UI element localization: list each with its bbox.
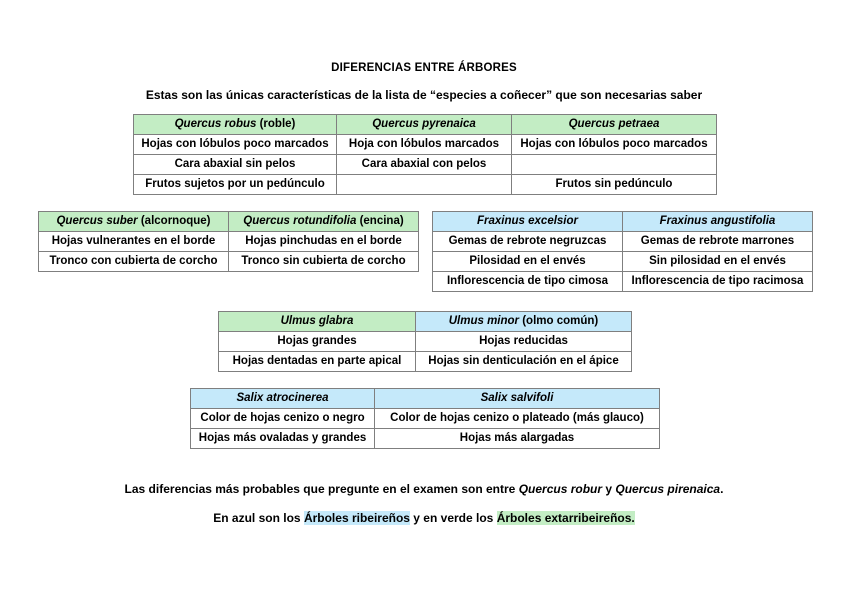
footer-text: y en verde los [409, 511, 497, 525]
species-name: Quercus robur [518, 482, 603, 496]
legend-green-term: Árboles extarribeireños. [496, 511, 635, 525]
species-name: Salix salvifoli [480, 391, 554, 404]
species-name: Ulmus minor [448, 314, 520, 327]
table-header-cell: Quercus robus (roble) [133, 114, 337, 135]
table-cell: Hojas grandes [218, 331, 416, 352]
footer-text: En azul son los [213, 511, 304, 525]
table-cell: Tronco sin cubierta de corcho [228, 251, 419, 272]
table-row: Pilosidad en el envés Sin pilosidad en e… [432, 251, 813, 272]
common-name: (alcornoque) [137, 214, 211, 227]
table-row: Frutos sujetos por un pedúnculo Frutos s… [133, 174, 717, 195]
table-header-cell: Fraxinus excelsior [432, 211, 623, 232]
table-header-row: Quercus suber (alcornoque) Quercus rotun… [38, 211, 419, 232]
table-cell: Color de hojas cenizo o plateado (más gl… [374, 408, 660, 429]
table-cell: Hojas más alargadas [374, 428, 660, 449]
table-cell: Gemas de rebrote negruzcas [432, 231, 623, 252]
table-cell: Tronco con cubierta de corcho [38, 251, 229, 272]
species-name: Fraxinus angustifolia [659, 214, 776, 227]
table-header-cell: Quercus suber (alcornoque) [38, 211, 229, 232]
table-row: Gemas de rebrote negruzcas Gemas de rebr… [432, 231, 813, 252]
table-fraxinus-group: Fraxinus excelsior Fraxinus angustifolia… [432, 211, 813, 292]
species-name: Quercus pirenaica [615, 482, 721, 496]
table-cell: Hojas pinchudas en el borde [228, 231, 419, 252]
table-cell: Hojas reducidas [415, 331, 632, 352]
table-row: Hojas con lóbulos poco marcados Hoja con… [133, 134, 717, 155]
table-header-cell: Quercus petraea [511, 114, 717, 135]
footer-note-exam: Las diferencias más probables que pregun… [0, 482, 848, 496]
table-cell: Hojas dentadas en parte apical [218, 351, 416, 372]
common-name: (olmo común) [519, 314, 599, 327]
table-cell: Inflorescencia de tipo racimosa [622, 271, 813, 292]
table-header-cell: Ulmus minor (olmo común) [415, 311, 632, 332]
species-name: Quercus petraea [568, 117, 660, 130]
table-header-row: Salix atrocinerea Salix salvifoli [190, 388, 660, 409]
table-header-cell: Fraxinus angustifolia [622, 211, 813, 232]
table-header-cell: Quercus rotundifolia (encina) [228, 211, 419, 232]
table-cell: Cara abaxial con pelos [336, 154, 512, 175]
table-cell: Hojas más ovaladas y grandes [190, 428, 375, 449]
legend-blue-term: Árboles ribeireños [303, 511, 410, 525]
table-header-cell: Salix atrocinerea [190, 388, 375, 409]
species-name: Quercus robus [174, 117, 257, 130]
table-header-cell: Ulmus glabra [218, 311, 416, 332]
table-ulmus-group: Ulmus glabra Ulmus minor (olmo común) Ho… [218, 311, 632, 372]
species-name: Salix atrocinerea [236, 391, 329, 404]
footer-note-legend: En azul son los Árboles ribeireños y en … [0, 511, 848, 525]
species-name: Quercus suber [56, 214, 138, 227]
table-row: Color de hojas cenizo o negro Color de h… [190, 408, 660, 429]
page-subtitle: Estas son las únicas características de … [145, 88, 703, 102]
table-header-row: Fraxinus excelsior Fraxinus angustifolia [432, 211, 813, 232]
footer-text: y [602, 482, 616, 496]
table-row: Hojas vulnerantes en el borde Hojas pinc… [38, 231, 419, 252]
species-name: Ulmus glabra [280, 314, 354, 327]
species-name: Fraxinus excelsior [477, 214, 578, 227]
table-cell: Hojas con lóbulos poco marcados [133, 134, 337, 155]
table-cell: Pilosidad en el envés [432, 251, 623, 272]
species-name: Quercus pyrenaica [372, 117, 476, 130]
table-quercus-suber-group: Quercus suber (alcornoque) Quercus rotun… [38, 211, 419, 272]
table-row: Hojas grandes Hojas reducidas [218, 331, 632, 352]
table-salix-group: Salix atrocinerea Salix salvifoli Color … [190, 388, 660, 449]
table-header-cell: Salix salvifoli [374, 388, 660, 409]
table-cell: Hojas sin denticulación en el ápice [415, 351, 632, 372]
table-row: Hojas dentadas en parte apical Hojas sin… [218, 351, 632, 372]
table-row: Inflorescencia de tipo cimosa Infloresce… [432, 271, 813, 292]
table-cell: Cara abaxial sin pelos [133, 154, 337, 175]
table-cell: Hoja con lóbulos marcados [336, 134, 512, 155]
footer-text: Las diferencias más probables que pregun… [124, 482, 519, 496]
table-row: Cara abaxial sin pelos Cara abaxial con … [133, 154, 717, 175]
table-cell: Inflorescencia de tipo cimosa [432, 271, 623, 292]
species-name: Quercus rotundifolia [243, 214, 357, 227]
table-header-cell: Quercus pyrenaica [336, 114, 512, 135]
table-cell: Gemas de rebrote marrones [622, 231, 813, 252]
table-cell: Frutos sujetos por un pedúnculo [133, 174, 337, 195]
table-cell: Frutos sin pedúnculo [511, 174, 717, 195]
table-cell: Color de hojas cenizo o negro [190, 408, 375, 429]
table-header-row: Ulmus glabra Ulmus minor (olmo común) [218, 311, 632, 332]
table-header-row: Quercus robus (roble) Quercus pyrenaica … [133, 114, 717, 135]
table-cell: Sin pilosidad en el envés [622, 251, 813, 272]
table-cell: Hojas con lóbulos poco marcados [511, 134, 717, 155]
footer-text: . [720, 482, 724, 496]
page-title: DIFERENCIAS ENTRE ÁRBORES [331, 62, 517, 74]
common-name: (roble) [256, 117, 296, 130]
common-name: (encina) [356, 214, 404, 227]
table-row: Tronco con cubierta de corcho Tronco sin… [38, 251, 419, 272]
table-cell-empty [511, 154, 717, 175]
table-row: Hojas más ovaladas y grandes Hojas más a… [190, 428, 660, 449]
table-quercus-robur-group: Quercus robus (roble) Quercus pyrenaica … [133, 114, 717, 195]
table-cell-empty [336, 174, 512, 195]
table-cell: Hojas vulnerantes en el borde [38, 231, 229, 252]
